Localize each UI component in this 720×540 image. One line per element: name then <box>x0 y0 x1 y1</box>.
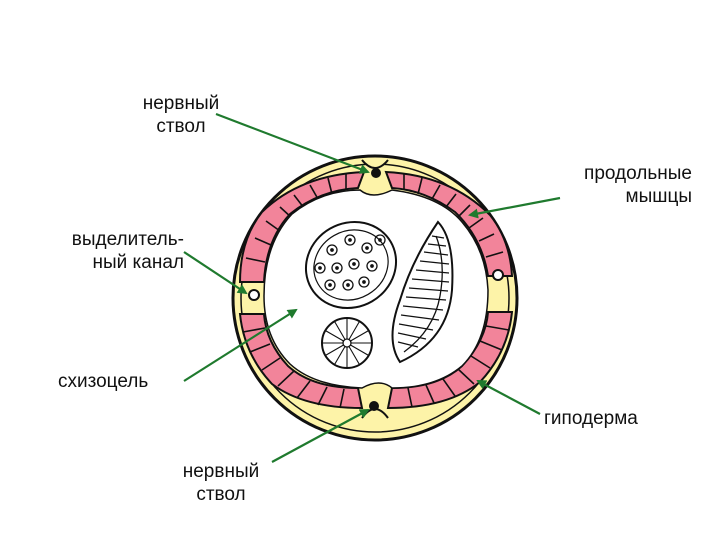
label-hypodermis: гиподерма <box>544 408 638 429</box>
uterus-with-eggs <box>304 220 398 310</box>
ventral-nerve-trunk <box>369 401 379 411</box>
arrow-schizocoel <box>183 308 298 382</box>
cross-sectioned-organ <box>321 317 373 369</box>
label-nerve-trunk-top: нервный ствол <box>142 93 220 137</box>
excretory-canal-left <box>248 289 260 301</box>
leader-arrows <box>183 112 561 463</box>
arrow-excretory-canal <box>183 251 248 295</box>
label-longitudinal-muscles: продольные мышцы <box>584 163 692 207</box>
label-nerve-trunk-bottom: нервный ствол <box>182 461 260 505</box>
arrow-longitudinal-muscles <box>468 196 561 219</box>
muscle-cell-dividers <box>242 174 510 409</box>
label-schizocoel: схизоцель <box>58 371 149 392</box>
label-excretory-canal: выделитель- ный канал <box>71 229 184 273</box>
arrow-hypodermis <box>476 380 541 415</box>
arrow-nerve-top <box>215 112 370 174</box>
intestine <box>391 220 454 364</box>
longitudinal-muscle-field <box>238 170 514 410</box>
dorsal-nerve-trunk <box>371 168 381 178</box>
arrow-nerve-bottom <box>271 409 370 463</box>
excretory-canal-right <box>492 269 504 281</box>
